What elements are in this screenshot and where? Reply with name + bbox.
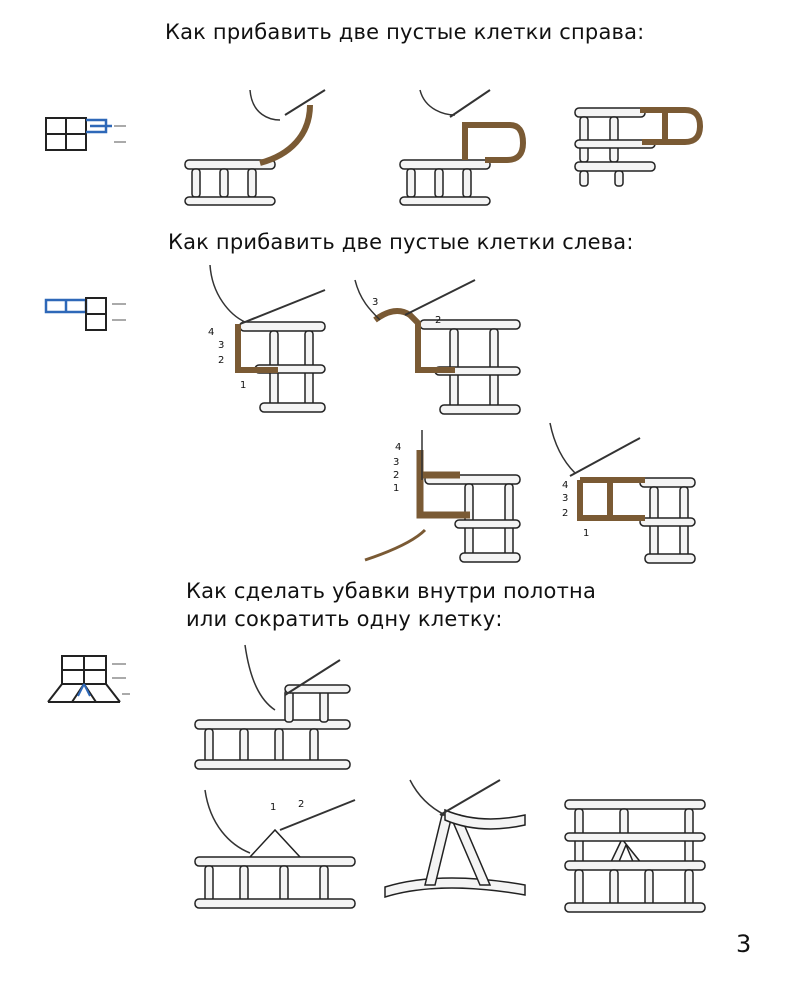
step-label-3: 3 xyxy=(372,297,378,308)
step-label-2: 2 xyxy=(393,470,399,481)
step-label-3: 3 xyxy=(393,457,399,468)
step-label-2: 2 xyxy=(218,355,224,366)
schema-add-left xyxy=(44,297,126,331)
illustration-add-right-step1 xyxy=(184,89,326,206)
schema-decrease xyxy=(47,655,130,703)
step-label-4: 4 xyxy=(562,480,568,491)
heading-decrease-line2: или сократить одну клетку: xyxy=(186,607,503,631)
illustration-add-left-step2: 3 2 xyxy=(354,279,521,415)
heading-decrease-line1: Как сделать убавки внутри полотна xyxy=(186,579,597,603)
illustration-add-right-result xyxy=(574,107,704,187)
illustration-add-right-step2 xyxy=(399,89,527,206)
step-label-1: 1 xyxy=(270,802,276,813)
illustration-decrease-step2: 1 2 xyxy=(194,789,356,909)
schema-add-right xyxy=(45,117,126,151)
illustration-decrease-step1 xyxy=(194,644,351,770)
illustration-decrease-result xyxy=(564,799,706,913)
step-label-1: 1 xyxy=(393,483,399,494)
step-label-4: 4 xyxy=(395,442,401,453)
step-label-2: 2 xyxy=(435,315,441,326)
illustration-add-left-step3: 4 3 2 1 xyxy=(364,430,521,563)
illustration-add-left-step4: 4 3 2 1 xyxy=(549,422,696,564)
page-number: 3 xyxy=(736,930,752,958)
step-label-3: 3 xyxy=(562,493,568,504)
step-label-4: 4 xyxy=(208,327,214,338)
step-label-1: 1 xyxy=(240,380,246,391)
heading-decrease: Как сделать убавки внутри полотна или со… xyxy=(186,577,596,633)
step-label-2: 2 xyxy=(298,799,304,810)
illustration-add-left-step1: 4 3 2 1 xyxy=(208,264,326,413)
step-label-3: 3 xyxy=(218,340,224,351)
step-label-2: 2 xyxy=(562,508,568,519)
heading-add-left: Как прибавить две пустые клетки слева: xyxy=(168,230,634,254)
heading-add-right: Как прибавить две пустые клетки справа: xyxy=(165,20,645,44)
illustration-decrease-closeup xyxy=(384,779,526,899)
step-label-1: 1 xyxy=(583,528,589,539)
